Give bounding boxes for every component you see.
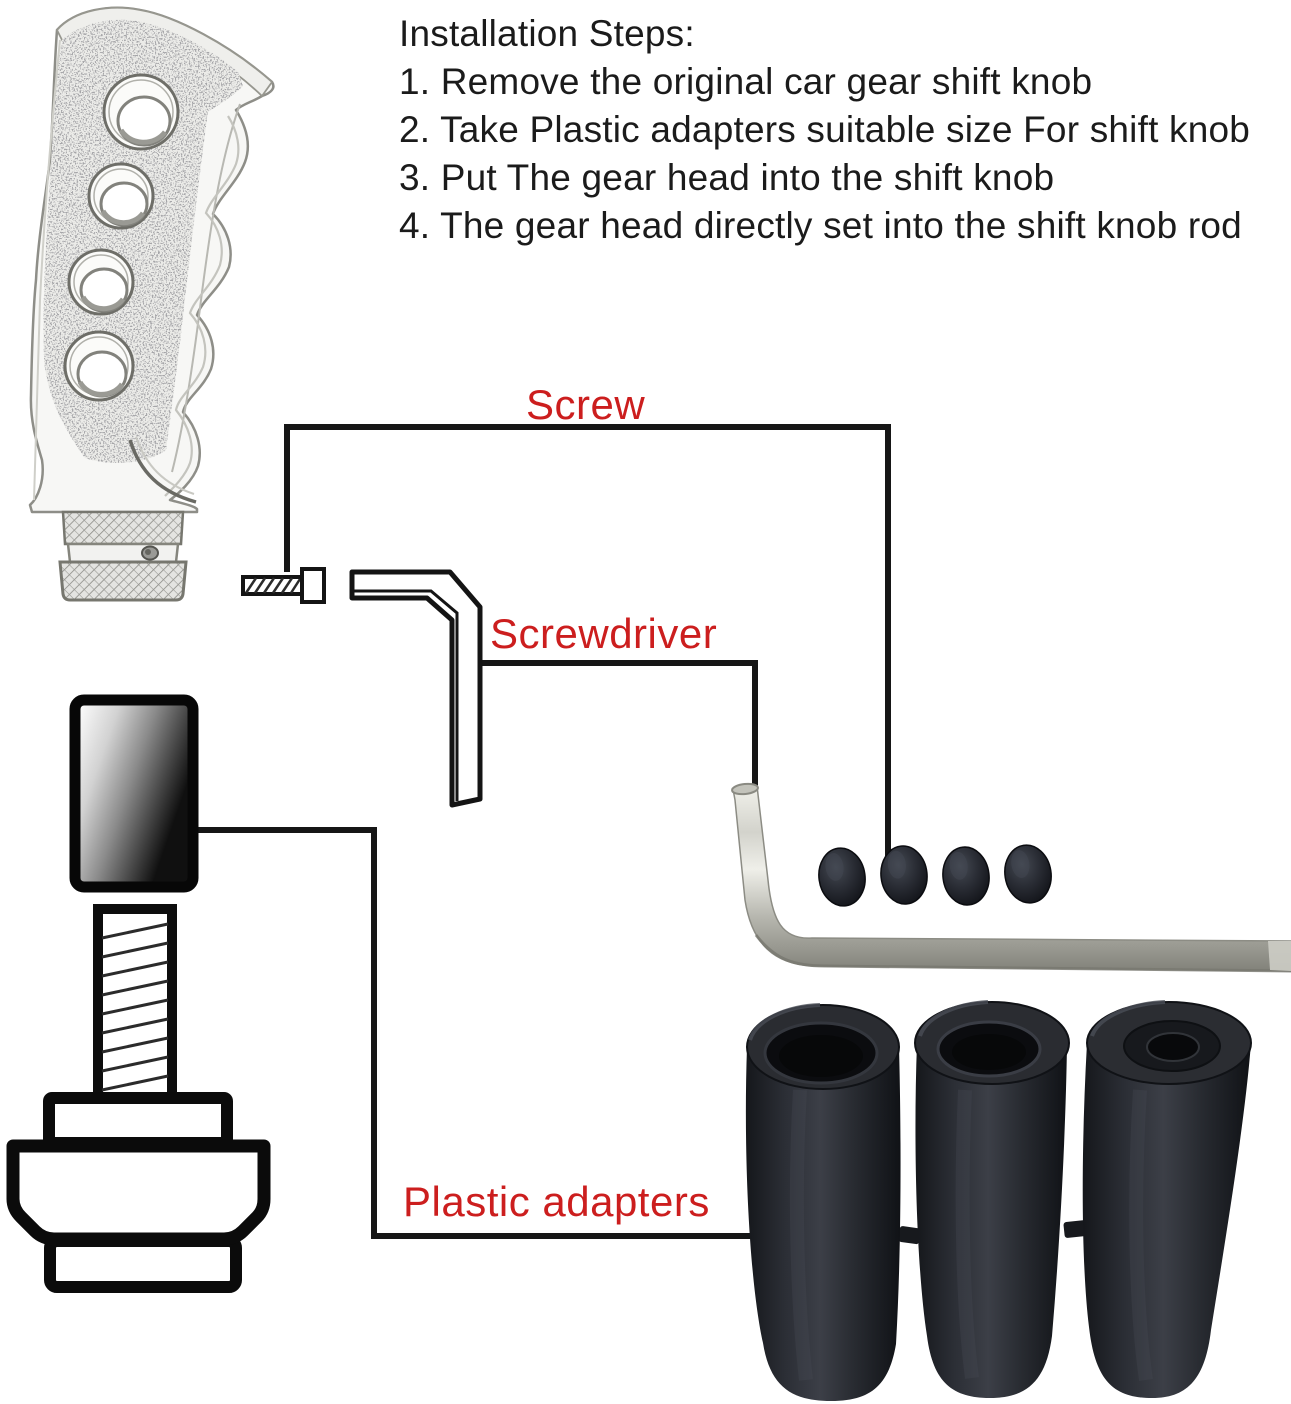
adapter-sleeve-gradient <box>69 694 199 893</box>
plastic-adapters-callout-label: Plastic adapters <box>403 1178 710 1225</box>
lever-bottom-collar <box>44 1235 242 1293</box>
hex-wrench-outline-drawing <box>349 569 483 808</box>
knob-finger-hole-2 <box>87 162 155 230</box>
installation-step-4: 4. The gear head directly set into the s… <box>399 205 1242 246</box>
hex-wrench-photo <box>731 782 1291 973</box>
set-screw-4 <box>1004 844 1052 904</box>
lever-flange <box>43 1092 233 1149</box>
set-screw-1 <box>818 847 866 907</box>
installation-steps-title: Installation Steps: <box>399 13 695 54</box>
shift-lever-adapter-diagram <box>6 694 271 1293</box>
lever-body <box>6 1139 271 1246</box>
knob-inner-contour <box>171 103 241 473</box>
gear-shift-knob-sketch <box>28 6 275 602</box>
adapter-sprue-tab-2 <box>1063 1220 1089 1238</box>
hex-wrench-cut-face <box>731 782 759 796</box>
set-screws-photo <box>818 844 1052 907</box>
installation-step-1: 1. Remove the original car gear shift kn… <box>399 61 1093 102</box>
set-screw-3 <box>942 846 990 906</box>
knob-left-shade <box>33 39 61 501</box>
adapter-sprue-tab-1 <box>898 1226 921 1245</box>
adapter-callout-line <box>197 827 758 1239</box>
screw-callout-line <box>284 424 891 887</box>
installation-steps: Installation Steps: 1. Remove the origin… <box>399 10 1279 250</box>
set-screw-head <box>300 567 326 604</box>
plastic-adapters-photo <box>745 1000 1252 1401</box>
set-screw-drawing <box>241 567 326 604</box>
threaded-stud <box>93 904 177 1104</box>
screwdriver-callout-line <box>480 660 758 801</box>
screw-callout-label: Screw <box>526 381 646 428</box>
knob-finger-hole-4 <box>63 330 135 402</box>
screwdriver-callout-label: Screwdriver <box>490 610 718 657</box>
knob-finger-hole-3 <box>67 248 135 316</box>
set-screw-2 <box>880 845 928 905</box>
knob-thumb-crease-echo <box>135 436 195 495</box>
knob-thumb-crease <box>128 439 197 504</box>
installation-step-3: 3. Put The gear head into the shift knob <box>399 157 1055 198</box>
knob-scallop-echo <box>164 115 240 497</box>
callout-lines <box>197 424 891 1239</box>
plastic-adapter-2 <box>914 1000 1070 1398</box>
plastic-adapter-1 <box>745 1003 901 1401</box>
installation-step-2: 2. Take Plastic adapters suitable size F… <box>399 109 1251 150</box>
knob-finger-hole-1 <box>102 73 180 151</box>
hex-wrench-tip-bevel <box>1268 941 1291 971</box>
plastic-adapter-3 <box>1082 1000 1252 1399</box>
knob-knurled-collar <box>58 510 188 602</box>
adapter-3-bore <box>1146 1032 1200 1062</box>
